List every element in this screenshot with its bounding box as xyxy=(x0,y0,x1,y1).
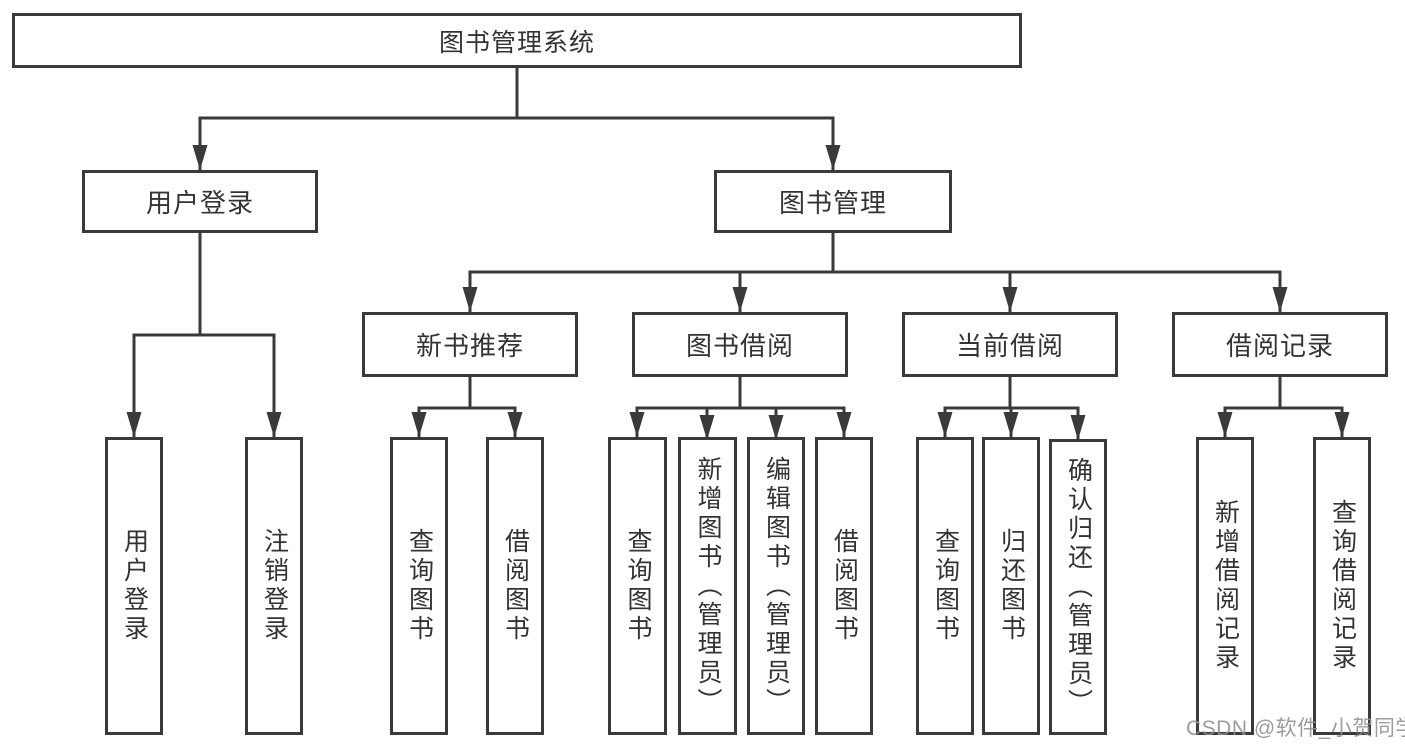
leaf-borrow-books-borrowing: 借阅图书 xyxy=(815,437,873,735)
leaf-edit-book-admin-label: 编辑图书（管理员） xyxy=(762,455,791,717)
leaf-confirm-return-admin: 确认归还（管理员） xyxy=(1049,439,1107,735)
node-book-borrowing-label: 图书借阅 xyxy=(685,331,794,361)
leaf-confirm-return-admin-label: 确认归还（管理员） xyxy=(1064,456,1093,718)
node-book-borrowing: 图书借阅 xyxy=(632,312,848,377)
node-book-management: 图书管理 xyxy=(714,170,952,233)
node-library-system-label: 图书管理系统 xyxy=(438,28,595,57)
node-current-borrowing: 当前借阅 xyxy=(902,312,1118,377)
node-current-borrowing-label: 当前借阅 xyxy=(955,331,1064,361)
leaf-query-books-recommend: 查询图书 xyxy=(390,437,448,735)
leaf-return-books-label: 归还图书 xyxy=(997,528,1026,644)
leaf-query-books-borrowing: 查询图书 xyxy=(608,437,667,735)
leaf-query-books-recommend-label: 查询图书 xyxy=(405,528,434,644)
leaf-logout-label: 注销登录 xyxy=(260,528,289,644)
node-user-login: 用户登录 xyxy=(82,170,318,233)
leaf-query-books-current-label: 查询图书 xyxy=(931,528,960,644)
node-borrowing-records: 借阅记录 xyxy=(1172,312,1388,377)
csdn-watermark: CSDN @软件_小贺同学 xyxy=(1186,717,1405,740)
leaf-user-login: 用户登录 xyxy=(105,437,163,735)
node-new-book-recommend: 新书推荐 xyxy=(362,312,578,377)
leaf-add-book-admin-label: 新增图书（管理员） xyxy=(694,455,722,717)
leaf-borrow-books-recommend: 借阅图书 xyxy=(486,437,544,735)
leaf-query-books-borrowing-label: 查询图书 xyxy=(624,528,652,644)
leaf-query-books-current: 查询图书 xyxy=(916,437,974,735)
leaf-logout: 注销登录 xyxy=(245,437,303,735)
node-library-system: 图书管理系统 xyxy=(12,13,1022,68)
leaf-query-borrow-record: 查询借阅记录 xyxy=(1313,437,1371,735)
node-book-management-label: 图书管理 xyxy=(778,188,887,218)
leaf-borrow-books-borrowing-label: 借阅图书 xyxy=(830,528,859,644)
leaf-borrow-books-recommend-label: 借阅图书 xyxy=(501,528,530,644)
node-user-login-label: 用户登录 xyxy=(145,188,254,218)
leaf-user-login-label: 用户登录 xyxy=(120,528,149,644)
node-new-book-recommend-label: 新书推荐 xyxy=(415,331,524,361)
leaf-return-books: 归还图书 xyxy=(982,437,1040,735)
leaf-add-borrow-record-label: 新增借阅记录 xyxy=(1211,499,1240,673)
leaf-add-borrow-record: 新增借阅记录 xyxy=(1196,437,1254,735)
node-borrowing-records-label: 借阅记录 xyxy=(1225,331,1334,361)
leaf-add-book-admin: 新增图书（管理员） xyxy=(678,437,737,735)
leaf-edit-book-admin: 编辑图书（管理员） xyxy=(747,437,805,735)
leaf-query-borrow-record-label: 查询借阅记录 xyxy=(1328,499,1357,673)
